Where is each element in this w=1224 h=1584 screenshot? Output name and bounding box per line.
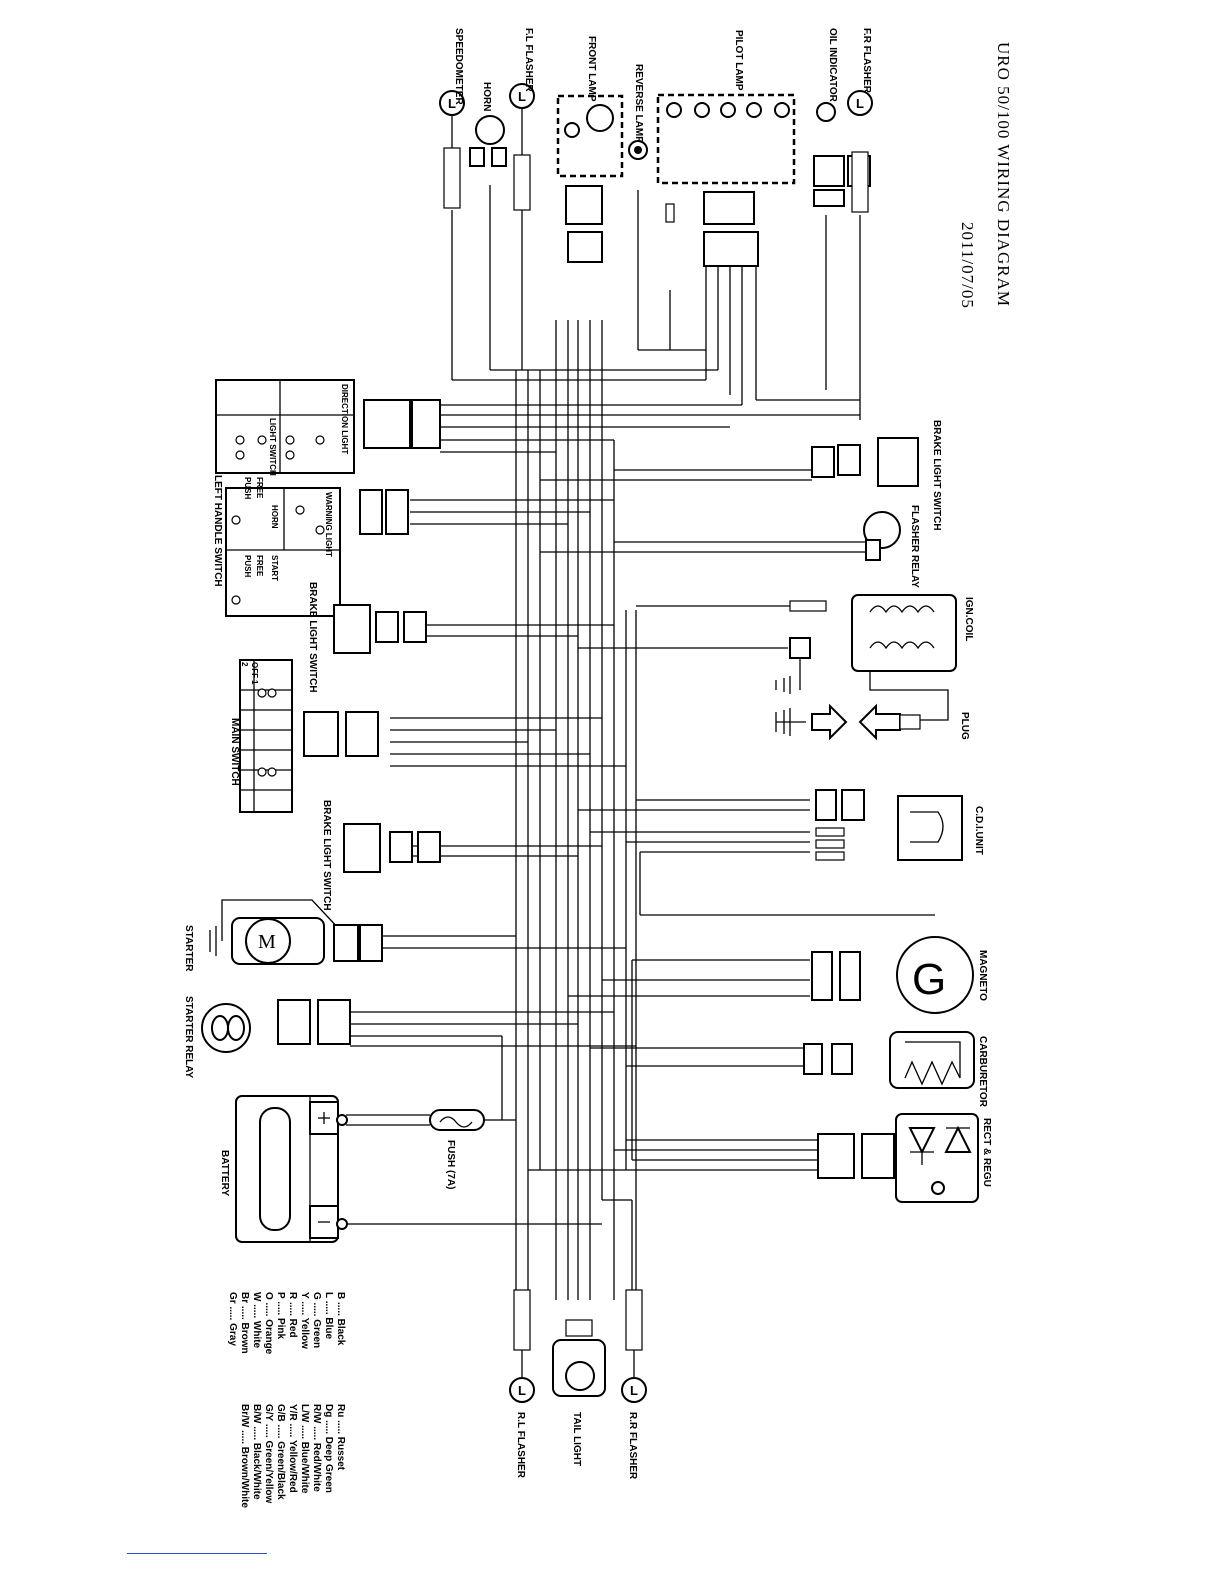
diagram-date: 2011/07/05 [958, 222, 977, 309]
push-label-1: PUSH [243, 477, 252, 499]
tail-light [552, 1319, 606, 1397]
legend-right-entry-6: G/Y ..... Green/Yellow [263, 1404, 274, 1504]
main-switch-pos-1: 1 [250, 680, 259, 685]
rl-flasher: L [509, 1289, 535, 1403]
front-lamp [556, 94, 624, 263]
front-lamp-label: FRONT LAMP [586, 36, 597, 102]
light-switch-label: LIGHT SWITCH [268, 418, 277, 476]
legend-left-entry-7: W ..... White [251, 1292, 262, 1349]
push-label-2: PUSH [243, 555, 252, 577]
svg-text:L: L [518, 89, 526, 104]
magneto: G [811, 936, 974, 1014]
cdi-unit-label: C.D.I.UNIT [973, 806, 984, 855]
legend-left-entry-8: Br ..... Brown [239, 1292, 250, 1354]
rect-regu-label: RECT & REGU [981, 1118, 992, 1187]
rr-flasher: L [621, 1289, 647, 1403]
tail-light-label: TAIL LIGHT [571, 1412, 582, 1466]
svg-text:M: M [258, 931, 276, 953]
brake-light-switch-left-2 [343, 823, 441, 873]
carburetor [803, 1031, 975, 1089]
horn [469, 115, 507, 167]
fl-flasher-label: F.L FLASHER [523, 28, 534, 92]
main-switch-off: OFF [250, 662, 259, 678]
free-label-2: FREE [255, 555, 264, 577]
legend-right-entry-4: Y/R ..... Yellow/Red [287, 1404, 298, 1493]
starter-relay [201, 999, 351, 1053]
flasher-relay-label: FLASHER RELAY [909, 505, 920, 588]
diagram-title: URO 50/100 WIRING DIAGRAM [994, 42, 1013, 307]
plug-label: PLUG [959, 712, 970, 740]
horn-label: HORN [481, 82, 492, 111]
main-switch [239, 659, 379, 813]
ign-coil [775, 594, 957, 741]
battery-label: BATTERY [219, 1150, 230, 1196]
brake-light-switch-label-3: BRAKE LIGHT SWITCH [321, 800, 332, 911]
legend-left-entry-1: L ..... Blue [323, 1292, 334, 1339]
main-switch-pos-2: 2 [240, 662, 249, 667]
legend-left-entry-2: G ..... Green [311, 1292, 322, 1348]
free-label-1: FREE [255, 477, 264, 499]
direction-light-label: DIRECTION LIGHT [340, 384, 349, 454]
legend-right-entry-7: B/W ..... Black/White [251, 1404, 262, 1500]
rect-regu [817, 1113, 979, 1203]
start-switch-label: START [270, 555, 279, 581]
rl-flasher-label: R.L FLASHER [515, 1412, 526, 1479]
carburetor-label: CARBURETOR [977, 1036, 988, 1108]
brake-light-switch-right [811, 437, 919, 487]
fl-flasher: L [509, 83, 535, 211]
left-handle-switch [215, 379, 441, 617]
fr-flasher-label: F.R FLASHER [861, 28, 872, 94]
svg-text:L: L [856, 96, 864, 111]
legend-right-entry-5: G/B ..... Green/Black [275, 1404, 286, 1500]
cdi-unit [815, 789, 963, 861]
legend-right-entry-8: Br/W ..... Brown/White [239, 1404, 250, 1508]
legend-left-entry-3: Y ..... Yellow [299, 1292, 310, 1349]
rr-flasher-label: R.R FLASHER [627, 1412, 638, 1480]
battery [235, 1095, 348, 1243]
main-switch-label: MAIN SWITCH [229, 718, 240, 786]
svg-text:L: L [630, 1383, 638, 1398]
ign-coil-label: IGN.COIL [963, 597, 974, 641]
starter-motor: M [209, 899, 383, 965]
horn-switch-label: HORN [270, 505, 279, 529]
speedometer-label: SPEEDOMETER [453, 28, 464, 105]
starter-relay-label: STARTER RELAY [183, 996, 194, 1079]
legend-right-entry-1: Dg ..... Deep Green [323, 1404, 334, 1493]
main-harness [346, 185, 935, 1300]
page-underline [127, 1553, 267, 1554]
legend-left-entry-5: P ..... Pink [275, 1292, 286, 1339]
oil-indicator-label: OIL INDICATOR [827, 28, 838, 103]
svg-text:L: L [518, 1383, 526, 1398]
starter-label: STARTER [183, 925, 194, 972]
pilot-lamp [656, 93, 796, 267]
brake-light-switch-left-1 [333, 604, 427, 654]
legend-left-entry-0: B ..... Black [335, 1292, 346, 1346]
brake-light-switch-label-1: BRAKE LIGHT SWITCH [931, 420, 942, 531]
reverse-lamp [628, 140, 648, 160]
fr-flasher: L [847, 90, 873, 213]
legend-left-entry-6: O ..... Orange [263, 1292, 274, 1355]
pilot-lamp-label: PILOT LAMP [733, 30, 744, 91]
legend-left-entry-9: Gr ..... Gray [227, 1292, 238, 1346]
legend-right-entry-2: R/W ..... Red/White [311, 1404, 322, 1492]
flasher-relay [863, 511, 901, 561]
speedometer: L [439, 90, 465, 209]
svg-text:G: G [912, 955, 946, 1004]
fuse-label: FUSH (7A) [445, 1140, 456, 1189]
left-handle-switch-label: LEFT HANDLE SWITCH [212, 475, 223, 587]
svg-text:L: L [448, 96, 456, 111]
brake-light-switch-label-2: BRAKE LIGHT SWITCH [307, 582, 318, 693]
legend-right-entry-0: Ru ..... Russet [335, 1404, 346, 1471]
warning-light-label: WARNING LIGHT [324, 492, 333, 557]
magneto-label: MAGNETO [977, 950, 988, 1001]
legend-right-entry-3: L/W ..... Blue/White [299, 1404, 310, 1494]
legend-left-entry-4: R ..... Red [287, 1292, 298, 1338]
fuse [429, 1109, 485, 1131]
reverse-lamp-label: REVERSE LAMP [633, 64, 644, 143]
